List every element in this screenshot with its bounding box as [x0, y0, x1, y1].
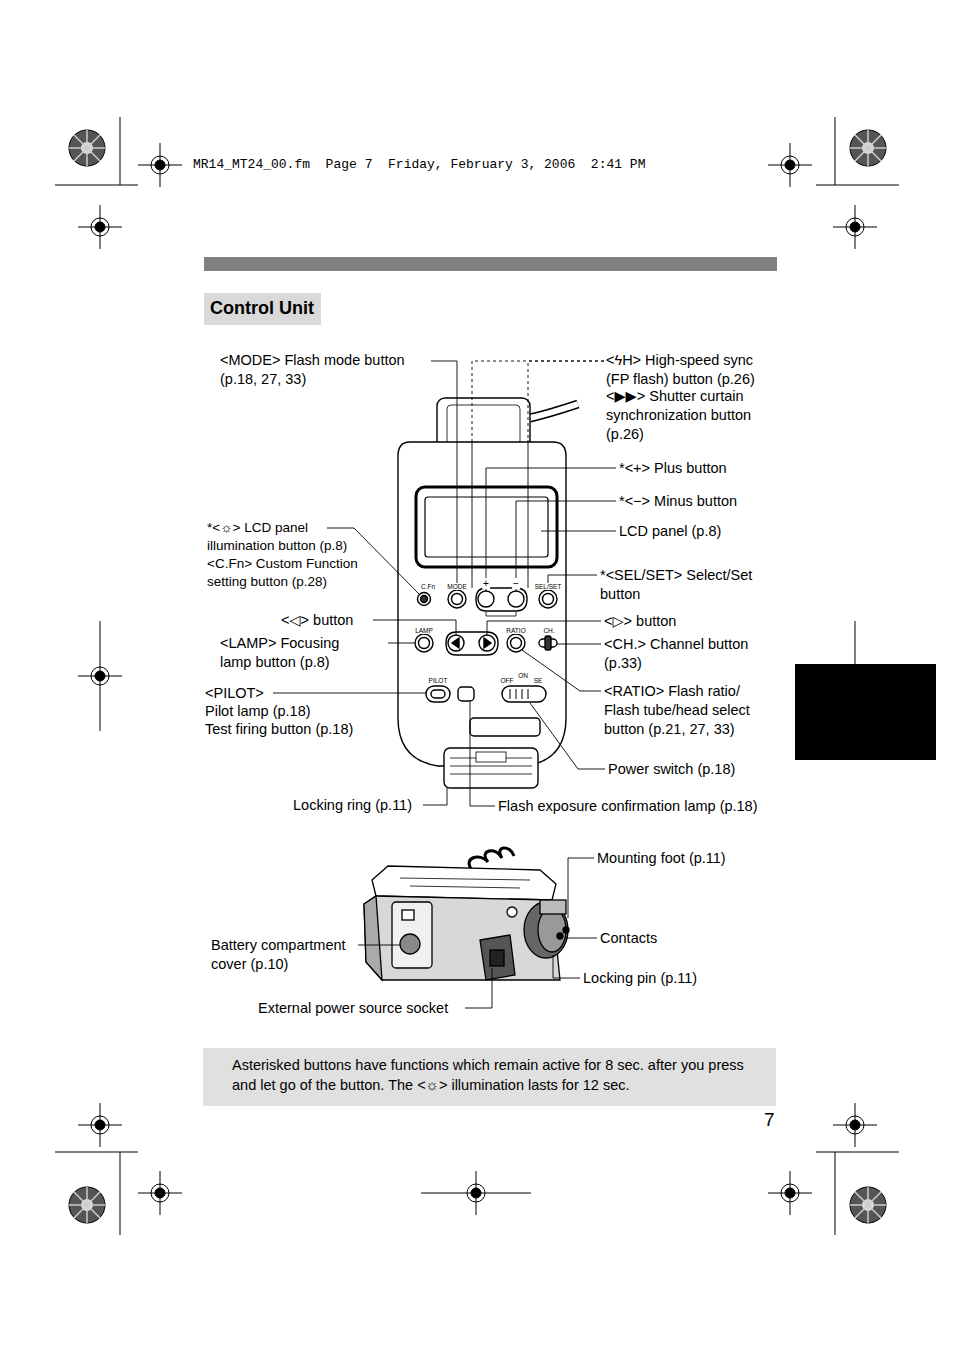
callout-label: Test firing button (p.18): [205, 720, 353, 739]
print-marks: [55, 117, 899, 1235]
button-marking: CH.: [542, 627, 555, 634]
callout-label: <MODE> Flash mode button (p.18, 27, 33): [220, 351, 405, 389]
callout-label: <C.Fn> Custom Function setting button (p…: [207, 555, 382, 590]
callout-label: *<−> Minus button: [619, 492, 737, 511]
button-marking: SEL/SET: [534, 583, 563, 590]
callout-label: Pilot lamp (p.18): [205, 702, 311, 721]
button-marking: C.Fn: [420, 583, 436, 590]
button-marking: SE: [533, 677, 544, 684]
note-box: Asterisked buttons have functions which …: [203, 1048, 776, 1106]
page-header: MR14_MT24_00.fm Page 7 Friday, February …: [193, 157, 645, 174]
callout-label: Locking pin (p.11): [583, 969, 697, 988]
callout-label: <LAMP> Focusing lamp button (p.8): [220, 634, 360, 672]
callout-label: *<SEL/SET> Select/Set button: [600, 566, 775, 604]
callout-label: LCD panel (p.8): [619, 522, 721, 541]
section-title: Control Unit: [204, 293, 321, 325]
callout-label: <▶▶> Shutter curtain synchronization but…: [606, 387, 766, 444]
registration-marks: [78, 143, 877, 1215]
sunburst-marks: [69, 130, 886, 1223]
callout-label: <RATIO> Flash ratio/ Flash tube/head sel…: [604, 682, 772, 739]
button-marking: −: [512, 578, 520, 589]
callout-label: <◁> button: [281, 611, 353, 630]
callout-label: <CH.> Channel button (p.33): [604, 635, 769, 673]
callout-label: <▷> button: [604, 612, 676, 631]
callout-label: *<☼> LCD panel illumination button (p.8): [207, 519, 367, 554]
button-marking: LAMP: [414, 627, 434, 634]
button-marking: +: [482, 578, 490, 589]
button-marking: ON: [517, 672, 529, 679]
header-bar: [204, 257, 777, 271]
callout-label: Power switch (p.18): [608, 760, 735, 779]
callout-label: *<+> Plus button: [619, 459, 727, 478]
button-marking: RATIO: [505, 627, 526, 634]
callout-label: Locking ring (p.11): [293, 796, 412, 815]
button-marking: OFF: [500, 677, 515, 684]
callout-label: External power source socket: [258, 999, 448, 1018]
callout-label: <PILOT>: [205, 684, 264, 703]
note-text: Asterisked buttons have functions which …: [232, 1055, 766, 1096]
callout-label: Mounting foot (p.11): [597, 849, 726, 868]
button-marking: PILOT: [428, 677, 449, 684]
control-unit-side: [364, 848, 569, 980]
chapter-tab: [795, 664, 936, 760]
button-marking: MODE: [446, 583, 468, 590]
page-number: 7: [764, 1108, 775, 1133]
leader-lines: [273, 361, 616, 1008]
callout-label: Flash exposure confirmation lamp (p.18): [498, 797, 758, 816]
control-unit-front: [398, 398, 578, 788]
callout-label: Contacts: [600, 929, 657, 948]
callout-label: Battery compartment cover (p.10): [211, 936, 361, 974]
callout-label: <ϟH> High-speed sync (FP flash) button (…: [606, 351, 766, 389]
